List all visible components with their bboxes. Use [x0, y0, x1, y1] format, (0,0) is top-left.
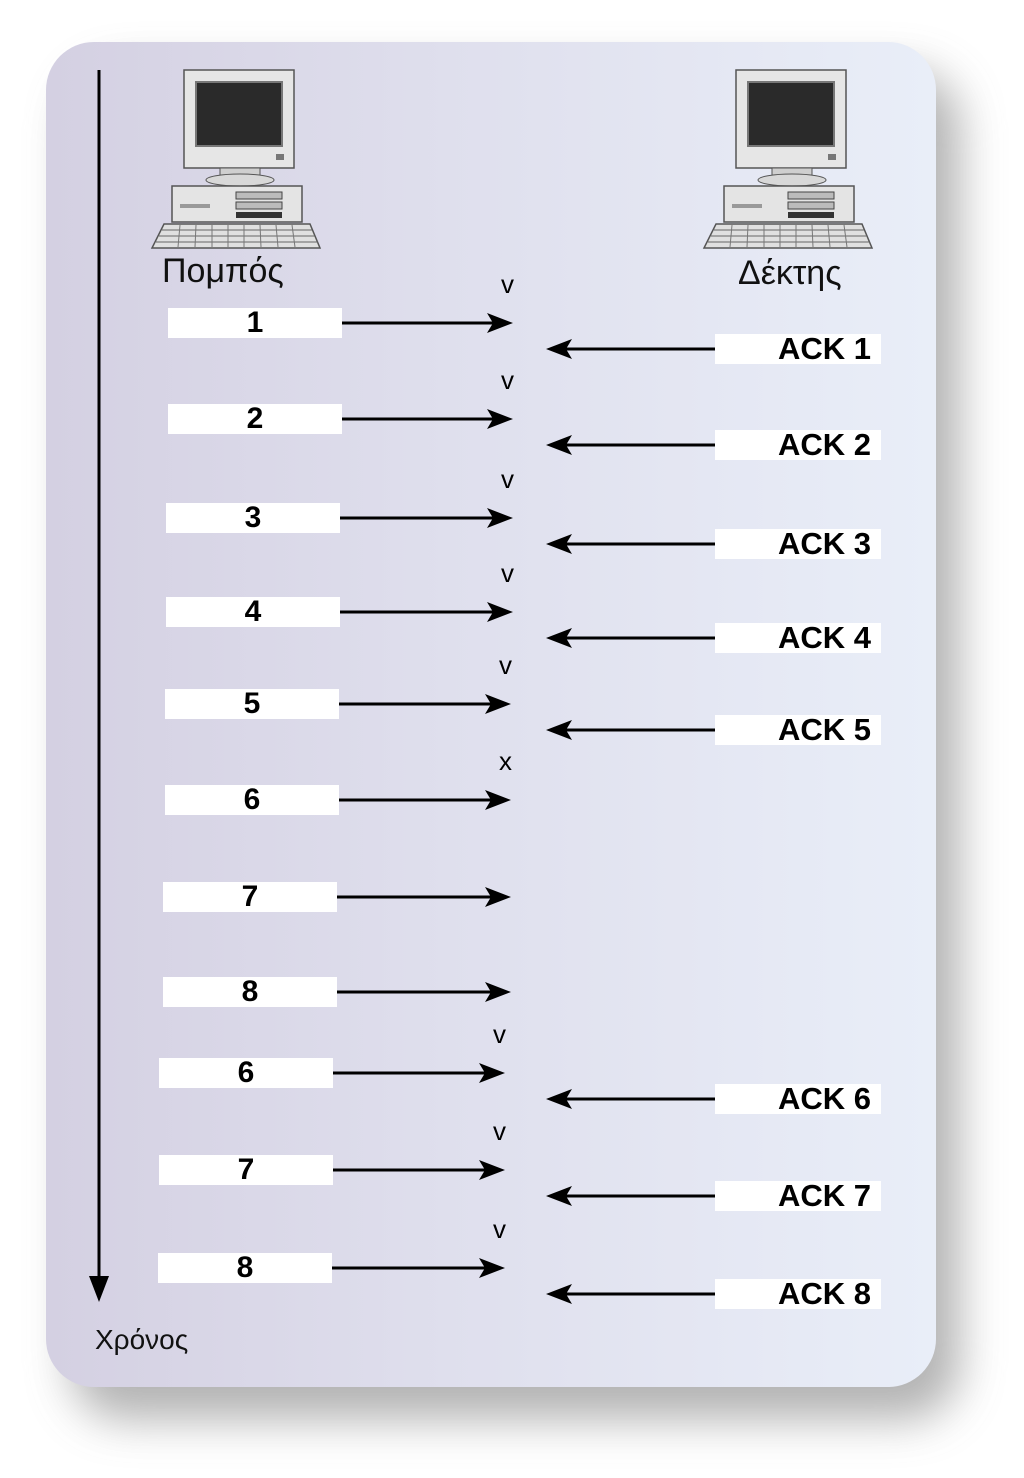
received-mark: v [493, 1116, 506, 1146]
packet-box: 1 [168, 306, 342, 339]
packet-box: 8 [163, 975, 337, 1008]
packet-arrow [333, 1063, 505, 1083]
received-mark: v [493, 1019, 506, 1049]
received-mark: v [501, 365, 514, 395]
ack-box: ACK 5 [715, 712, 881, 747]
receiver-label: Δέκτης [738, 254, 842, 292]
time-axis-label: Χρόνος [95, 1324, 189, 1355]
ack-arrow [546, 339, 715, 359]
packet-arrow [339, 694, 511, 714]
lost-mark: x [499, 746, 512, 776]
ack-box: ACK 4 [715, 620, 881, 655]
packet-box: 8 [158, 1251, 332, 1284]
packet-arrow [340, 602, 513, 622]
packet-box: 3 [166, 501, 340, 534]
packet-box: 7 [159, 1153, 333, 1186]
packet-box: 5 [165, 687, 339, 720]
ack-arrow [546, 1186, 715, 1206]
received-mark: v [501, 464, 514, 494]
packet-box: 6 [165, 783, 339, 816]
received-mark: v [493, 1214, 506, 1244]
packet-arrow [332, 1258, 505, 1278]
packet-box: 7 [163, 880, 337, 913]
received-mark: v [499, 650, 512, 680]
received-mark: v [501, 269, 514, 299]
ack-arrow [546, 435, 715, 455]
packet-arrow [337, 887, 511, 907]
sender-computer-icon [150, 69, 322, 249]
ack-box: ACK 2 [715, 427, 881, 462]
packet-box: 6 [159, 1056, 333, 1089]
packet-arrow [339, 790, 511, 810]
packet-box: 2 [168, 402, 342, 435]
packet-arrow [342, 409, 513, 429]
ack-arrow [546, 720, 715, 740]
ack-arrow [546, 1089, 715, 1109]
ack-arrow [546, 628, 715, 648]
sender-label: Πομπός [162, 252, 284, 290]
receiver-computer-icon [702, 69, 874, 249]
ack-arrow [546, 1284, 715, 1304]
ack-box: ACK 1 [715, 331, 881, 366]
packet-arrow [340, 508, 513, 528]
ack-box: ACK 3 [715, 526, 881, 561]
packet-box: 4 [166, 595, 340, 628]
packet-arrow [333, 1160, 505, 1180]
received-mark: v [501, 558, 514, 588]
packet-arrow [342, 313, 513, 333]
ack-box: ACK 7 [715, 1178, 881, 1213]
packet-arrow [337, 982, 511, 1002]
ack-arrow [546, 534, 715, 554]
ack-box: ACK 8 [715, 1276, 881, 1311]
ack-box: ACK 6 [715, 1081, 881, 1116]
